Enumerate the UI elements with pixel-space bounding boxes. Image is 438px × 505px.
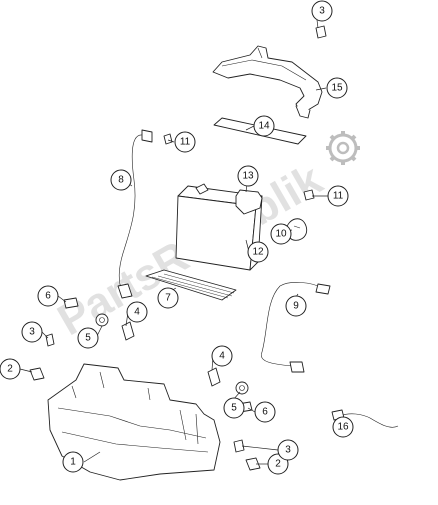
svg-text:3: 3 (319, 6, 325, 17)
callout-5-right: 5 (223, 397, 245, 419)
callout-11-left: 11 (174, 131, 196, 153)
svg-text:6: 6 (45, 291, 51, 302)
callout-12: 12 (247, 241, 269, 263)
part-battery-holder-bracket (212, 45, 323, 119)
callout-4-right: 4 (211, 345, 233, 367)
svg-text:6: 6 (262, 407, 268, 418)
svg-text:15: 15 (331, 83, 343, 94)
callouts: 1 2 2 3 3 3 4 4 5 5 6 6 7 8 9 10 11 11 1… (0, 0, 354, 475)
svg-text:10: 10 (275, 229, 287, 240)
part-nut-5a (95, 313, 109, 327)
svg-text:7: 7 (165, 293, 171, 304)
part-clip-3a (45, 333, 55, 347)
part-bolt-11b (303, 189, 315, 201)
callout-5-left: 5 (77, 327, 99, 349)
svg-text:4: 4 (219, 351, 225, 362)
callout-3-left: 3 (21, 321, 43, 343)
svg-text:14: 14 (258, 121, 270, 132)
gear-icon (326, 131, 360, 165)
part-battery-mat (145, 269, 237, 301)
callout-11-right: 11 (327, 185, 349, 207)
svg-text:13: 13 (242, 171, 254, 182)
svg-text:9: 9 (293, 301, 299, 312)
part-clip-2b (245, 457, 261, 471)
part-bolt-11a (163, 133, 173, 145)
svg-text:3: 3 (285, 445, 291, 456)
part-clip-4b (207, 367, 221, 387)
callout-13: 13 (237, 165, 259, 187)
callout-7: 7 (157, 287, 179, 309)
callout-15: 15 (326, 77, 348, 99)
callout-3-top: 3 (311, 0, 333, 22)
callout-9: 9 (285, 295, 307, 317)
callout-4-left: 4 (126, 301, 148, 323)
callout-2-left: 2 (0, 358, 21, 380)
part-clip-2a (29, 367, 45, 381)
callout-16: 16 (332, 416, 354, 438)
svg-text:2: 2 (275, 459, 281, 470)
svg-text:4: 4 (134, 307, 140, 318)
part-terminal-cover (235, 189, 263, 215)
callout-14: 14 (253, 115, 275, 137)
callout-6-left: 6 (37, 285, 59, 307)
svg-text:16: 16 (337, 422, 349, 433)
svg-text:5: 5 (85, 333, 91, 344)
callout-6-right: 6 (254, 401, 276, 423)
part-clip-3b (233, 439, 245, 453)
callout-1: 1 (62, 451, 84, 473)
callout-10: 10 (270, 223, 292, 245)
svg-text:11: 11 (180, 137, 191, 148)
part-battery-cable-positive (261, 282, 331, 373)
part-screw-6a (63, 297, 79, 309)
part-nut-5b (235, 381, 249, 395)
part-clip-4a (121, 321, 135, 341)
svg-text:2: 2 (7, 364, 13, 375)
svg-text:3: 3 (29, 327, 35, 338)
callout-3-right: 3 (277, 439, 299, 461)
part-clip-3c (315, 25, 327, 39)
part-battery-cable-negative (117, 129, 153, 299)
svg-text:8: 8 (118, 175, 124, 186)
svg-text:1: 1 (70, 457, 76, 468)
callout-8: 8 (110, 169, 132, 191)
svg-text:12: 12 (252, 247, 264, 258)
svg-text:11: 11 (333, 191, 344, 202)
svg-text:5: 5 (231, 403, 237, 414)
part-battery-box (47, 363, 221, 481)
